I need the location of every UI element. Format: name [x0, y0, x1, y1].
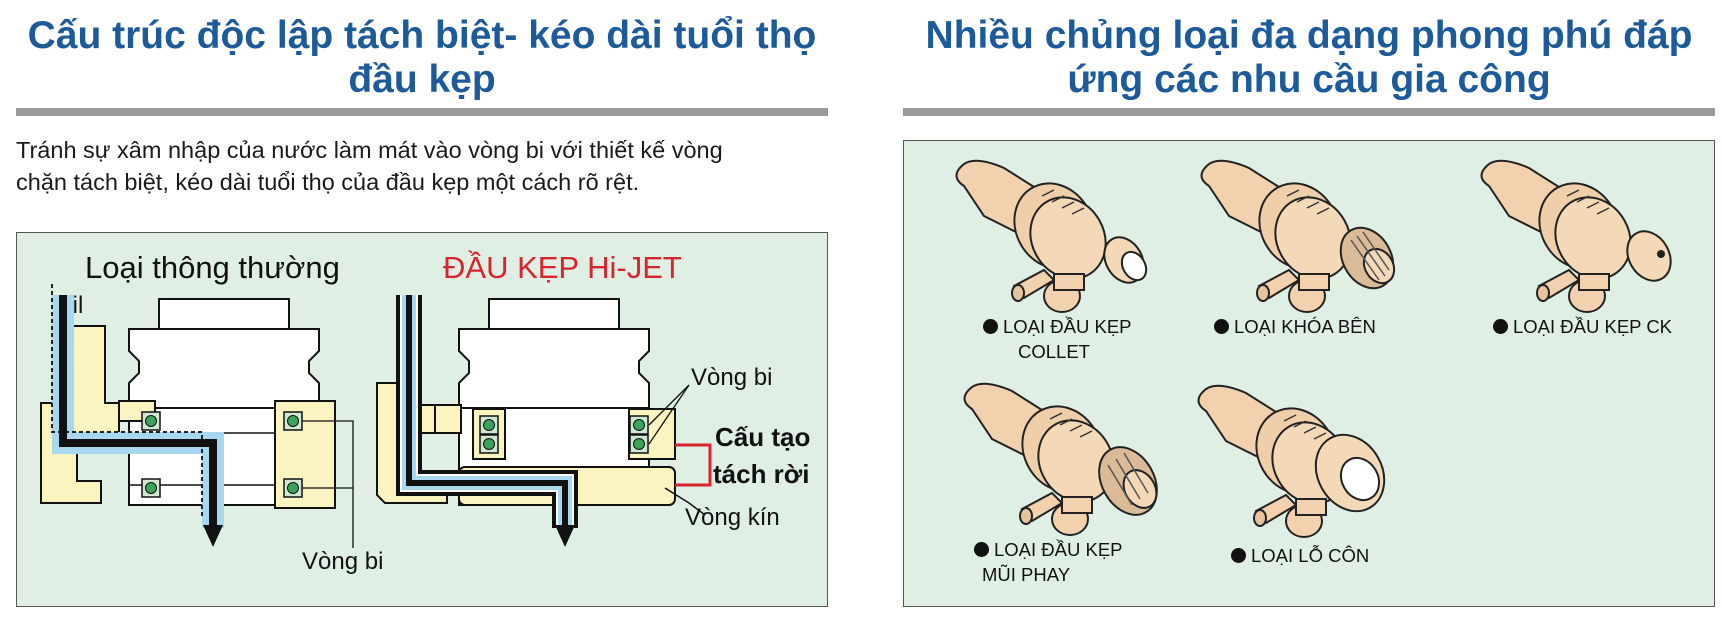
product-caption-taper: LOẠI LỖ CÔN — [1231, 543, 1369, 568]
cross-section-diagram: Loại thông thường ĐẦU KẸP Hi-JET Oil — [16, 232, 828, 607]
product-collet-illustration — [955, 159, 1153, 313]
product-ck-illustration — [1480, 159, 1681, 313]
product-caption-side-lock: LOẠI KHÓA BÊN — [1214, 314, 1376, 339]
conventional-section — [40, 284, 354, 548]
product-variety-panel: LOẠI ĐẦU KẸP COLLET LOẠI KHÓA BÊN LOẠI Đ… — [903, 140, 1715, 607]
product-caption-collet: LOẠI ĐẦU KẸP COLLET — [983, 314, 1132, 364]
heading-left: Cấu trúc độc lập tách biệt- kéo dài tuổi… — [27, 14, 817, 101]
cross-section-svg: Loại thông thường ĐẦU KẸP Hi-JET Oil — [40, 250, 810, 575]
bullet-icon — [1231, 548, 1246, 563]
separated-structure-line2: tách rời — [713, 459, 810, 489]
heading-right: Nhiều chủng loại đa dạng phong phú đáp ứ… — [925, 14, 1693, 101]
product-caption-milling: LOẠI ĐẦU KẸP MŨI PHAY — [974, 537, 1123, 587]
divider-left — [16, 108, 828, 116]
hijet-section — [376, 295, 712, 547]
bullet-icon — [1493, 319, 1508, 334]
bearing-label-right: Vòng bi — [691, 364, 772, 391]
conventional-title: Loại thông thường — [85, 250, 340, 285]
bullet-icon — [983, 319, 998, 334]
bullet-icon — [1214, 319, 1229, 334]
hijet-title: ĐẦU KẸP Hi-JET — [443, 250, 682, 285]
product-caption-ck: LOẠI ĐẦU KẸP CK — [1493, 314, 1672, 339]
bullet-icon — [974, 542, 989, 557]
product-milling-illustration — [963, 382, 1170, 536]
product-taper-illustration — [1197, 384, 1399, 538]
bearing-label-bottom: Vòng bi — [302, 548, 383, 575]
separated-structure-line1: Cấu tạo — [715, 422, 810, 452]
divider-right — [903, 108, 1715, 116]
seal-ring-label: Vòng kín — [685, 504, 780, 531]
intro-paragraph: Tránh sự xâm nhập của nước làm mát vào v… — [16, 137, 723, 195]
product-side-lock-illustration — [1200, 159, 1405, 313]
